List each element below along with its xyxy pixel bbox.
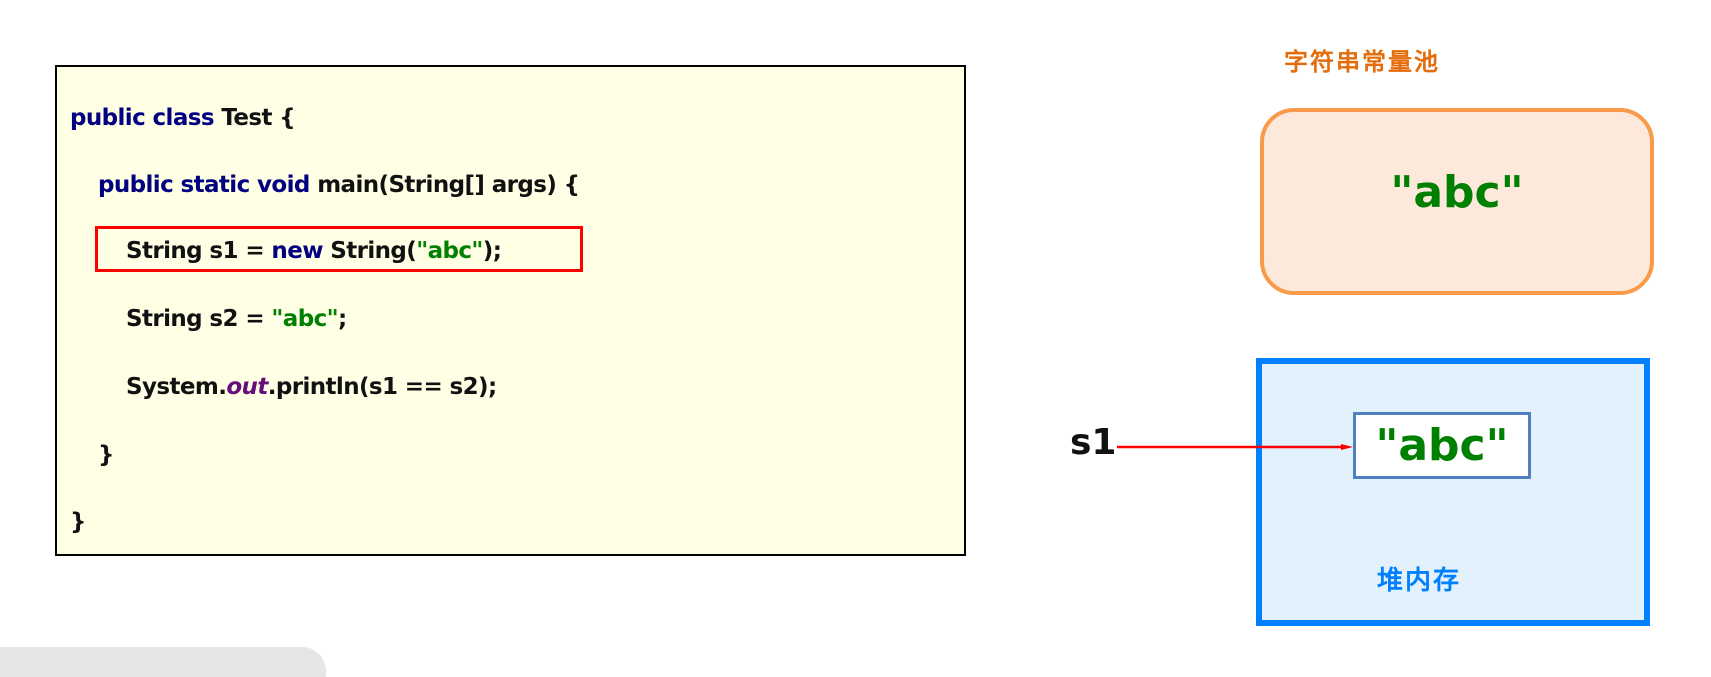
- code-token-plain: String(: [330, 238, 417, 264]
- code-token-plain: ;: [338, 306, 347, 332]
- code-token-kw: new: [271, 238, 331, 264]
- code-line: }: [98, 438, 114, 472]
- code-line: public class Test {: [70, 101, 296, 135]
- code-token-plain: String s1 =: [126, 238, 272, 264]
- string-pool-box: "abc": [1260, 108, 1654, 295]
- reference-arrow-icon: [1117, 444, 1353, 450]
- code-token-fld: out: [226, 374, 268, 400]
- code-line: String s1 = new String("abc");: [126, 234, 502, 268]
- heap-memory-box: "abc" 堆内存: [1256, 358, 1650, 626]
- heap-memory-label: 堆内存: [1377, 566, 1462, 596]
- code-line: public static void main(String[] args) {: [98, 168, 580, 202]
- reference-variable-label: s1: [1070, 422, 1117, 463]
- code-token-plain: .println(s1 == s2);: [267, 374, 497, 400]
- code-token-str: "abc": [416, 238, 483, 264]
- code-token-plain: String s2 =: [126, 306, 272, 332]
- string-pool-value: "abc": [1390, 167, 1524, 218]
- highlighted-line-box: [95, 226, 583, 272]
- code-token-plain: }: [98, 442, 114, 468]
- code-token-plain: );: [482, 238, 502, 264]
- string-pool-title: 字符串常量池: [1284, 48, 1440, 76]
- code-token-kw: public static void: [98, 172, 318, 198]
- code-token-plain: main(String[] args) {: [317, 172, 580, 198]
- code-panel: [55, 65, 966, 556]
- code-token-plain: System.: [126, 374, 227, 400]
- code-token-plain: }: [70, 509, 86, 535]
- code-token-kw: public class: [70, 105, 222, 131]
- code-line: System.out.println(s1 == s2);: [126, 370, 497, 404]
- code-line: String s2 = "abc";: [126, 302, 347, 336]
- code-token-plain: Test {: [221, 105, 296, 131]
- code-token-str: "abc": [271, 306, 339, 332]
- code-line: }: [70, 505, 86, 539]
- bottom-tab-shape: [0, 647, 326, 677]
- heap-string-object: "abc": [1353, 412, 1531, 479]
